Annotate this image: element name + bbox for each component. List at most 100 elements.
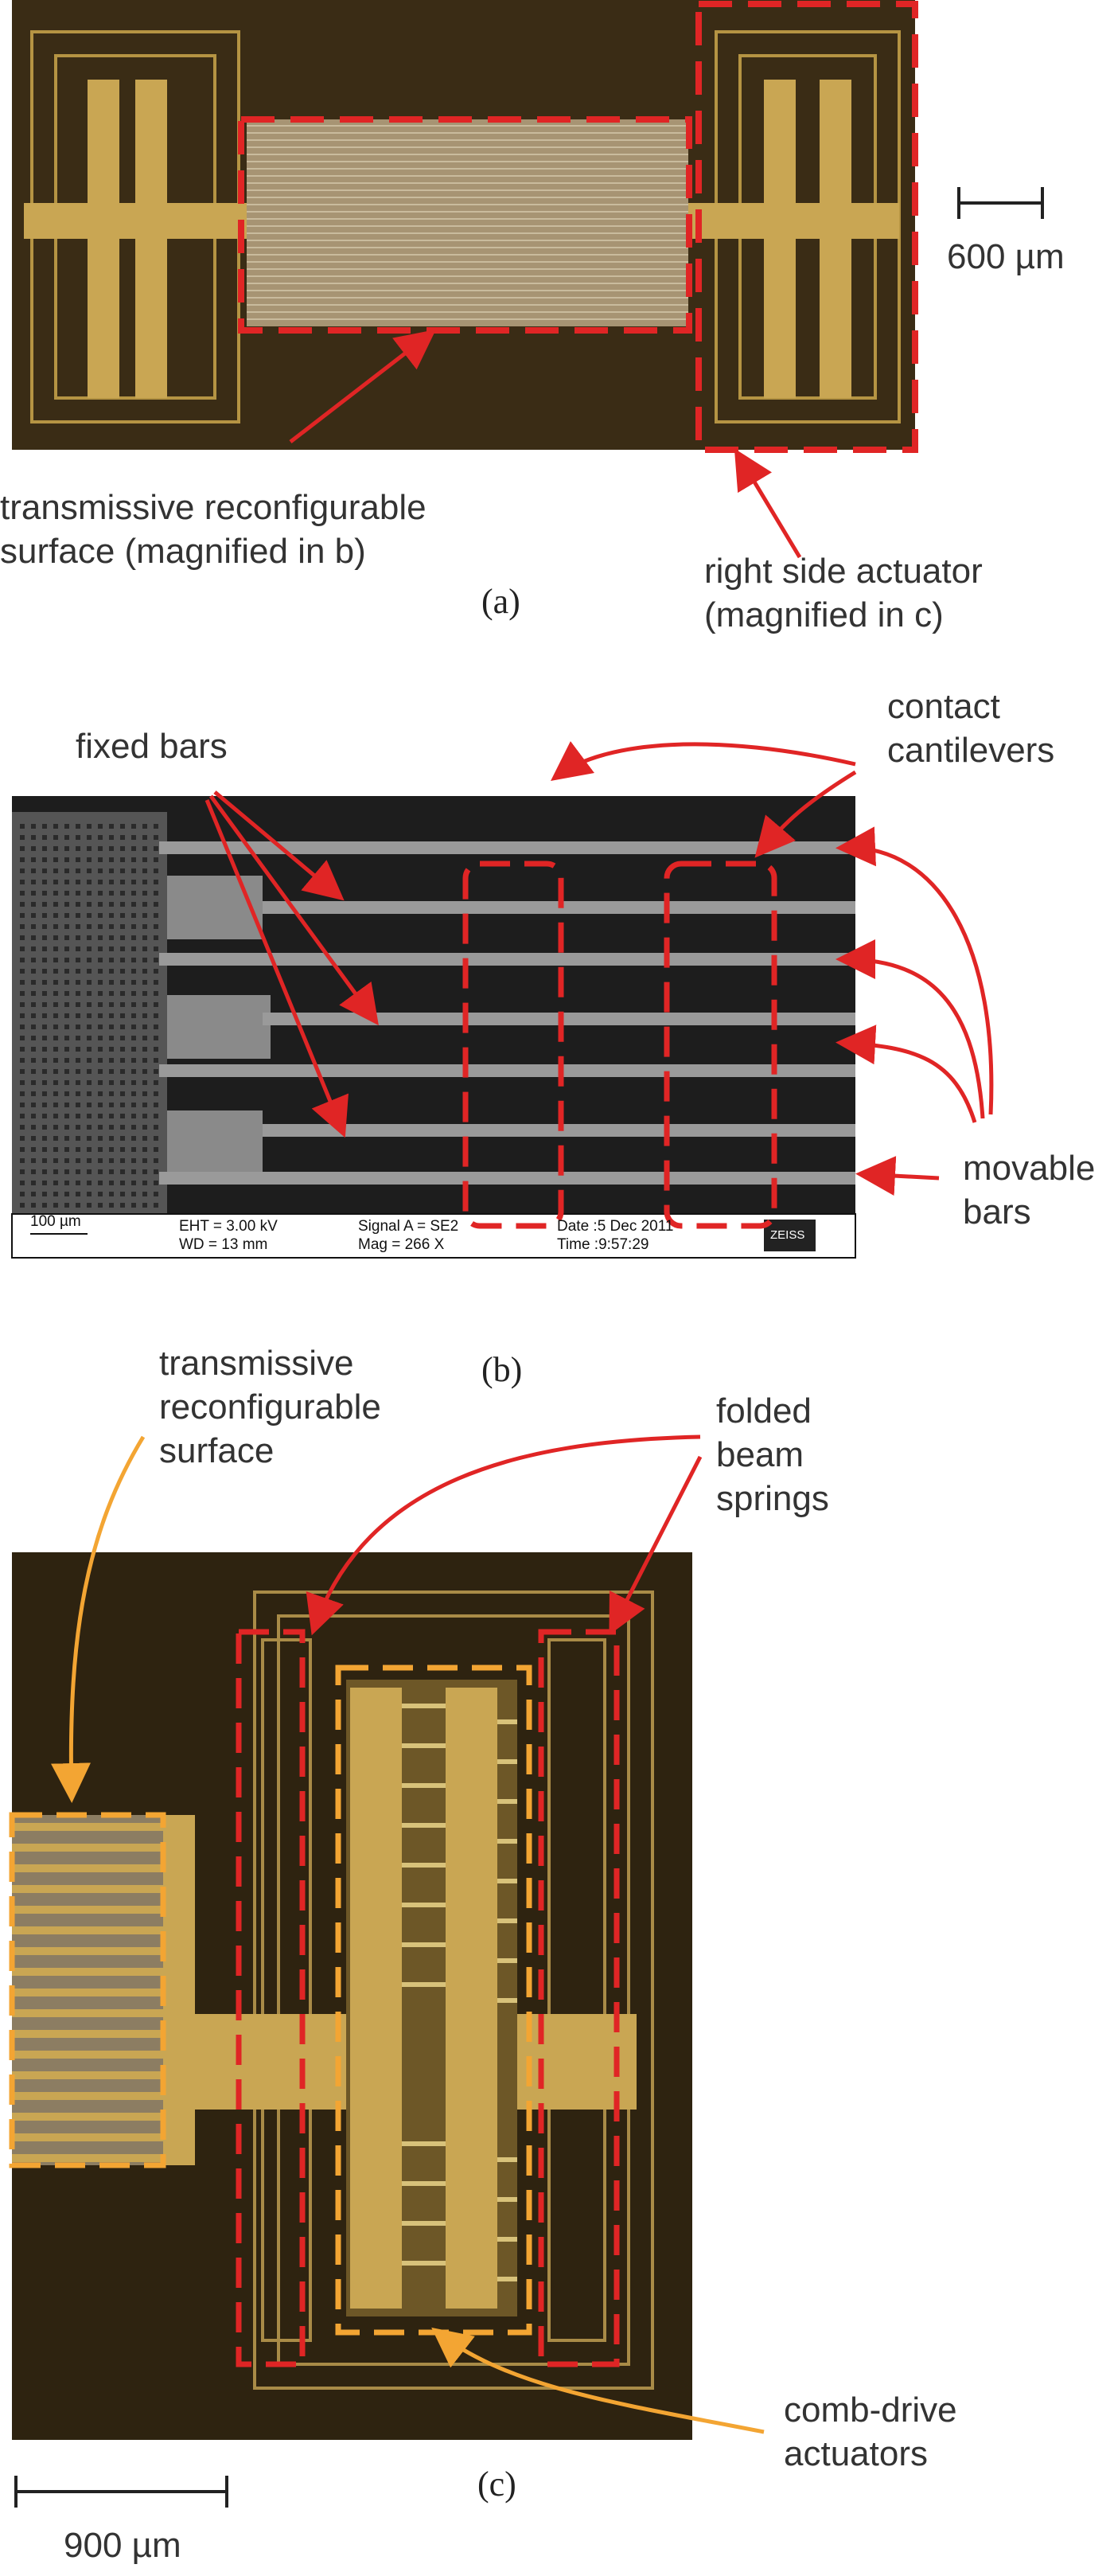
grid-hole	[76, 1103, 80, 1107]
grid-hole	[109, 1136, 114, 1141]
grid-hole	[109, 924, 114, 929]
grid-hole	[154, 824, 158, 829]
grid-hole	[64, 857, 69, 862]
grid-hole	[76, 1203, 80, 1208]
grid-hole	[53, 1192, 58, 1196]
grid-hole	[76, 1047, 80, 1052]
grid-hole	[87, 958, 92, 962]
annotation-right-actuator: right side actuator (magnified in c)	[704, 552, 983, 634]
grid-hole	[76, 1080, 80, 1085]
grid-hole	[98, 935, 103, 940]
grid-hole	[87, 1114, 92, 1118]
grid-hole	[142, 1114, 147, 1118]
grid-hole	[20, 946, 25, 951]
grid-hole	[64, 1114, 69, 1118]
grid-hole	[64, 946, 69, 951]
surface-box	[9, 1812, 166, 2168]
grid-hole	[31, 1058, 36, 1063]
grid-hole	[20, 857, 25, 862]
grid-hole	[109, 1158, 114, 1163]
grid-hole	[98, 946, 103, 951]
grid-hole	[142, 1047, 147, 1052]
grid-hole	[142, 1136, 147, 1141]
panel-a-micrograph	[12, 0, 1044, 559]
scale-label-a: 600 µm	[947, 237, 1065, 276]
grid-hole	[20, 835, 25, 840]
grid-hole	[64, 1147, 69, 1152]
surface-strip	[12, 1968, 195, 1976]
grid-hole	[142, 969, 147, 974]
grid-hole	[42, 1047, 47, 1052]
grid-hole	[53, 991, 58, 996]
grid-hole	[42, 891, 47, 896]
grid-hole	[20, 1158, 25, 1163]
grid-hole	[64, 924, 69, 929]
surface-highlight-box	[238, 116, 692, 334]
comb-finger	[497, 2157, 517, 2162]
grid-hole	[142, 1013, 147, 1018]
grid-hole	[154, 1181, 158, 1185]
comb-finger	[402, 2221, 446, 2226]
grid-hole	[109, 1192, 114, 1196]
caption-a: (a)	[481, 582, 520, 621]
grid-hole	[131, 1203, 136, 1208]
grid-hole	[53, 1058, 58, 1063]
grid-hole	[109, 1114, 114, 1118]
grid-hole	[120, 1036, 125, 1040]
grid-hole	[142, 946, 147, 951]
grid-hole	[42, 1058, 47, 1063]
grid-hole	[20, 1169, 25, 1174]
grid-hole	[131, 1181, 136, 1185]
grid-hole	[142, 824, 147, 829]
grid-hole	[76, 1069, 80, 1074]
grid-hole	[142, 935, 147, 940]
grid-hole	[142, 980, 147, 985]
grid-hole	[31, 1181, 36, 1185]
grid-hole	[42, 958, 47, 962]
grid-hole	[76, 1192, 80, 1196]
grid-hole	[42, 913, 47, 918]
grid-hole	[64, 1136, 69, 1141]
grid-hole	[76, 1136, 80, 1141]
cantilever-box-2	[664, 861, 777, 1229]
grid-hole	[31, 846, 36, 851]
comb-finger	[402, 2181, 446, 2186]
grid-hole	[87, 1013, 92, 1018]
annotation-surface: transmissive reconfigurable surface (mag…	[0, 488, 427, 571]
grid-hole	[53, 891, 58, 896]
grid-hole	[131, 958, 136, 962]
grid-hole	[154, 991, 158, 996]
grid-hole	[53, 1147, 58, 1152]
grid-hole	[20, 891, 25, 896]
grid-hole	[31, 1169, 36, 1174]
label-contact-cantilevers: contact cantilevers	[887, 687, 1055, 770]
grid-hole	[131, 835, 136, 840]
grid-hole	[76, 857, 80, 862]
actuator-highlight-box	[695, 1, 918, 453]
grid-hole	[53, 1203, 58, 1208]
grid-hole	[76, 946, 80, 951]
grid-hole	[53, 835, 58, 840]
grid-hole	[109, 1013, 114, 1018]
grid-hole	[98, 857, 103, 862]
grid-hole	[154, 1169, 158, 1174]
label-transmissive-surface: transmissive reconfigurable surface	[159, 1344, 381, 1470]
grid-hole	[87, 1025, 92, 1029]
sem-date: Date :5 Dec 2011	[557, 1218, 674, 1235]
grid-hole	[42, 1192, 47, 1196]
grid-hole	[98, 913, 103, 918]
grid-hole	[76, 1114, 80, 1118]
caption-c: (c)	[477, 2465, 516, 2504]
grid-hole	[87, 1158, 92, 1163]
grid-hole	[31, 1013, 36, 1018]
sem-bar	[159, 1172, 855, 1185]
grid-hole	[109, 1091, 114, 1096]
grid-hole	[142, 1002, 147, 1007]
grid-hole	[98, 1192, 103, 1196]
grid-hole	[53, 1002, 58, 1007]
grid-hole	[76, 880, 80, 884]
grid-hole	[154, 868, 158, 873]
grid-hole	[98, 1103, 103, 1107]
scale-bar-a	[957, 187, 1044, 219]
grid-hole	[142, 1103, 147, 1107]
